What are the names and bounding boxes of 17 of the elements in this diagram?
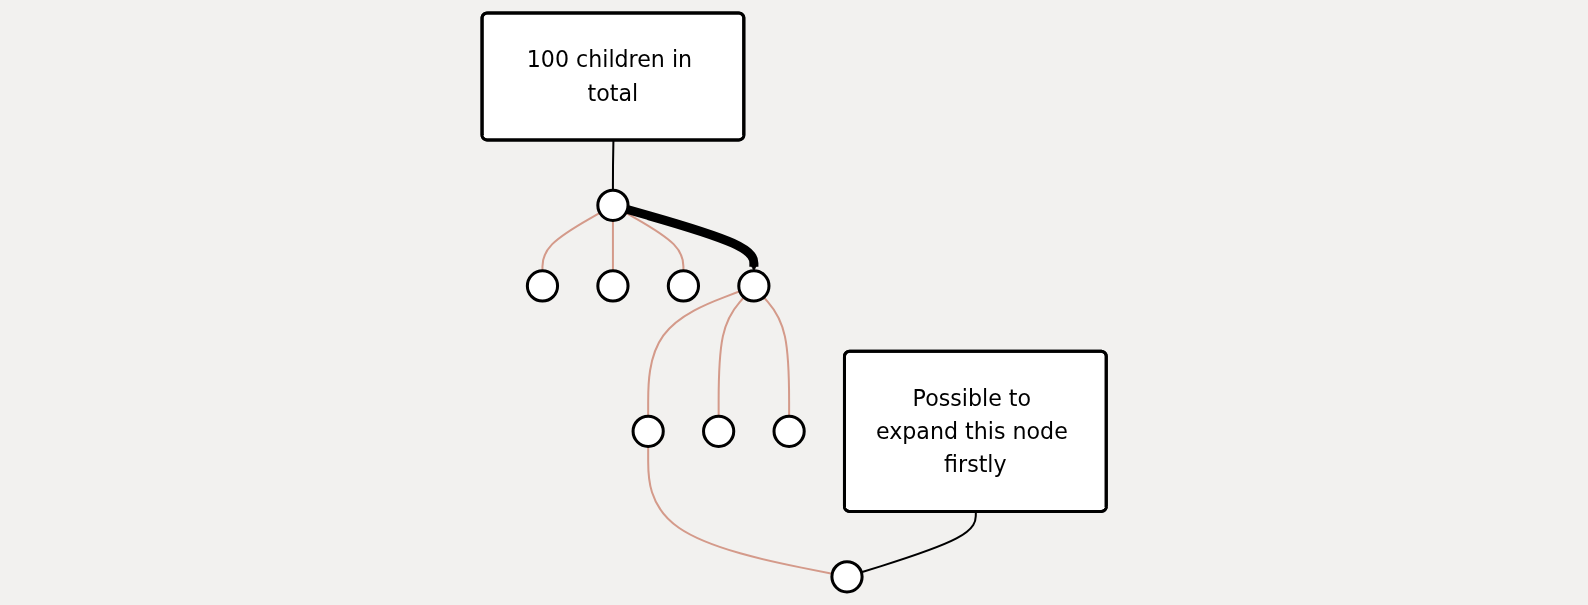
connector [541, 211, 601, 271]
connector [647, 290, 740, 417]
node-circle [772, 414, 806, 448]
node-circle [525, 269, 559, 303]
connector [625, 211, 685, 271]
connector [762, 296, 790, 417]
node-circle [631, 414, 665, 448]
node-circle [596, 269, 630, 303]
connector [717, 296, 745, 417]
connector [611, 140, 615, 191]
node-circle [830, 560, 864, 594]
node-circle [666, 269, 700, 303]
connector [611, 220, 614, 271]
arrow [626, 205, 759, 272]
node-circle [596, 188, 630, 222]
node-circle [737, 269, 771, 303]
node-circle [701, 414, 736, 448]
